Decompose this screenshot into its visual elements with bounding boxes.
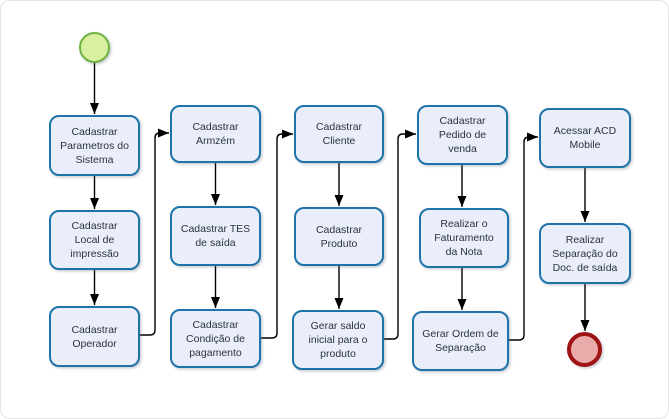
node-label: Cadastrar Cliente: [315, 121, 363, 147]
node-realizar-o-faturamento-da-nota: Realizar o Faturamento da Nota: [419, 208, 509, 268]
node-label: Gerar saldo inicial para o produto: [308, 320, 368, 360]
node-realizar-separacao-do-doc-de-saida: Realizar Separação do Doc. de saída: [539, 223, 631, 284]
node-label: Cadastrar Condição de pagamento: [186, 318, 245, 359]
start-event-circle: [79, 32, 110, 63]
node-acessar-acd-mobile: Acessar ACD Mobile: [539, 108, 631, 168]
node-cadastrar-armzem: Cadastrar Armzém: [170, 105, 261, 163]
node-label: Cadastrar Local de impressão: [70, 220, 119, 260]
edge-ordem-to-acd: [509, 132, 538, 341]
node-gerar-saldo-inicial-para-o-produto: Gerar saldo inicial para o produto: [292, 310, 384, 370]
node-cadastrar-parametros-do-sistema: Cadastrar Parametros do Sistema: [49, 115, 140, 176]
node-label: Acessar ACD Mobile: [553, 125, 617, 151]
node-label: Realizar o Faturamento da Nota: [434, 218, 494, 258]
node-label: Cadastrar Produto: [315, 223, 363, 250]
node-label: Cadastrar Pedido de venda: [438, 115, 487, 155]
edge-condicao-to-cliente: [261, 129, 293, 339]
node-cadastrar-produto: Cadastrar Produto: [294, 207, 384, 266]
edge-gerar-saldo-to-pedido: [384, 129, 416, 340]
node-label: Cadastrar Operador: [71, 323, 118, 350]
node-label: Cadastrar Parametros do Sistema: [60, 125, 129, 166]
node-label: Realizar Separação do Doc. de saída: [552, 233, 618, 274]
node-cadastrar-local-de-impressao: Cadastrar Local de impressão: [49, 210, 140, 270]
node-label: Cadastrar TES de saída: [180, 223, 251, 249]
end-event-circle: [567, 332, 602, 367]
edge-operador-to-armzem: [140, 128, 169, 336]
node-cadastrar-operador: Cadastrar Operador: [49, 306, 140, 367]
node-label: Cadastrar Armzém: [192, 121, 239, 147]
node-cadastrar-condicao-de-pagamento: Cadastrar Condição de pagamento: [170, 309, 261, 368]
node-cadastrar-pedido-de-venda: Cadastrar Pedido de venda: [417, 105, 508, 165]
node-cadastrar-tes-de-saida: Cadastrar TES de saída: [170, 206, 261, 266]
node-gerar-ordem-de-separacao: Gerar Ordem de Separação: [412, 311, 509, 371]
node-label: Gerar Ordem de Separação: [422, 328, 499, 354]
node-cadastrar-cliente: Cadastrar Cliente: [294, 105, 384, 163]
